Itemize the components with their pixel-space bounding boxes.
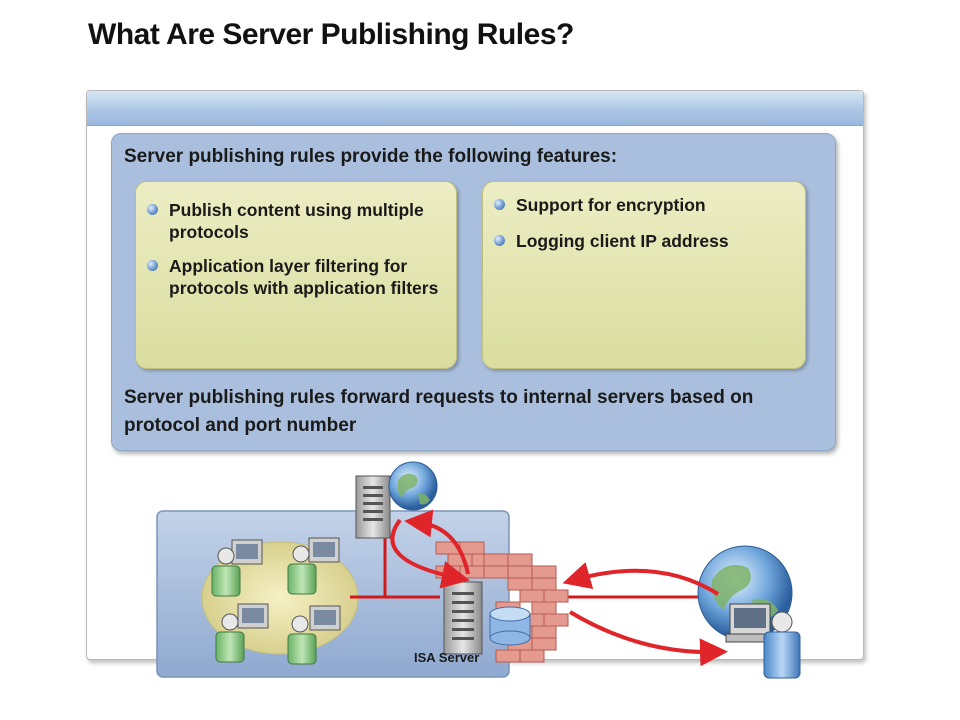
bullet-icon (147, 204, 158, 215)
bullet-text: Publish content using multiple protocols (169, 200, 424, 242)
features-box-left (135, 181, 457, 369)
features-heading: Server publishing rules provide the foll… (124, 146, 618, 167)
globe-icon (388, 461, 438, 511)
features-box-right (482, 181, 806, 369)
request-arrow-icon (390, 509, 728, 667)
page-title: What Are Server Publishing Rules? (88, 18, 574, 51)
workstation-icon (287, 537, 340, 595)
web-server-icon (355, 475, 391, 539)
bullet-item: Application layer filtering for protocol… (143, 255, 443, 299)
bullet-text: Support for encryption (516, 195, 706, 215)
bullet-item: Publish content using multiple protocols (143, 199, 443, 243)
slide-frame-header-bar (87, 91, 863, 126)
forwarding-note: Server publishing rules forward requests… (124, 387, 754, 436)
workstation-icon (215, 603, 269, 663)
bullet-icon (494, 199, 505, 210)
remote-user-icon (725, 603, 801, 679)
workstation-icon (287, 605, 341, 665)
features-list-right: Support for encryption Logging client IP… (490, 194, 790, 266)
features-list-left: Publish content using multiple protocols… (143, 199, 443, 311)
network-line (350, 530, 720, 599)
bullet-item: Support for encryption (490, 194, 790, 216)
bullet-text: Logging client IP address (516, 231, 729, 251)
isa-server-label: ISA Server (414, 650, 480, 665)
bullet-text: Application layer filtering for protocol… (169, 256, 439, 298)
database-icon (489, 606, 531, 646)
bullet-icon (147, 260, 158, 271)
isa-server-icon (443, 581, 483, 655)
bullet-icon (494, 235, 505, 246)
workstation-icon (211, 539, 263, 597)
firewall-icon (435, 541, 569, 663)
bullet-item: Logging client IP address (490, 230, 790, 252)
